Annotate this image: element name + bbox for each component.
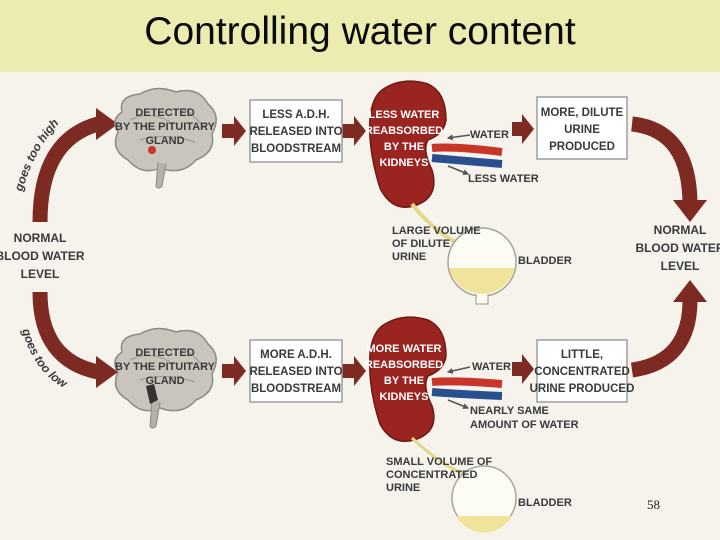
brain-top-line-2: BY THE PITUITARY <box>115 121 216 133</box>
kidney-bottom-line-3: BY THE <box>384 375 424 387</box>
kidney-top: LESS WATER REABSORBED BY THE KIDNEYS <box>365 80 447 208</box>
water-out-bottom-line-2: AMOUNT OF WATER <box>470 419 579 431</box>
adh-bottom-line-2: RELEASED INTO <box>249 366 342 378</box>
normal-level-left: NORMAL BLOOD WATER LEVEL <box>0 231 85 281</box>
bladder-bottom <box>451 465 517 533</box>
bladder-top <box>447 227 517 305</box>
water-out-bottom-line-1: NEARLY SAME <box>470 405 549 417</box>
brain-bottom: DETECTED BY THE PITUITARY GLAND <box>114 327 217 429</box>
adh-box-top: LESS A.D.H. RELEASED INTO BLOODSTREAM <box>249 99 343 163</box>
page-number: 58 <box>647 497 660 512</box>
result-top-line-3: PRODUCED <box>549 141 615 153</box>
kidney-bottom-line-1: MORE WATER <box>367 343 442 355</box>
normal-left-line-3: LEVEL <box>21 267 60 281</box>
brain-top: DETECTED BY THE PITUITARY GLAND <box>114 87 217 189</box>
brain-top-line-1: DETECTED <box>135 107 194 119</box>
result-box-top: MORE, DILUTE URINE PRODUCED <box>536 96 628 160</box>
pituitary-gland-icon <box>148 146 156 154</box>
adh-top-line-3: BLOODSTREAM <box>251 143 341 155</box>
normal-right-line-1: NORMAL <box>654 223 707 237</box>
blood-vessels-bottom <box>431 377 503 400</box>
result-top-line-2: URINE <box>564 124 600 136</box>
normal-left-line-2: BLOOD WATER <box>0 249 85 263</box>
normal-right-line-3: LEVEL <box>661 259 700 273</box>
normal-level-right: NORMAL BLOOD WATER LEVEL <box>635 223 720 273</box>
normal-left-line-1: NORMAL <box>14 231 67 245</box>
kidney-top-line-2: REABSORBED <box>365 125 443 137</box>
cycle-arrow-left-up <box>32 108 118 223</box>
result-box-bottom: LITTLE, CONCENTRATED URINE PRODUCED <box>530 339 635 403</box>
adh-top-line-1: LESS A.D.H. <box>262 109 329 121</box>
kidney-bottom: MORE WATER REABSORBED BY THE KIDNEYS <box>365 316 447 442</box>
brain-bottom-line-1: DETECTED <box>135 347 194 359</box>
result-bottom-line-2: CONCENTRATED <box>534 366 630 378</box>
water-control-diagram: NORMAL BLOOD WATER LEVEL NORMAL BLOOD WA… <box>0 72 720 540</box>
brain-bottom-line-3: GLAND <box>145 375 184 387</box>
urine-volume-bottom-line-3: URINE <box>386 482 420 494</box>
kidney-top-line-1: LESS WATER <box>369 109 440 121</box>
result-bottom-line-3: URINE PRODUCED <box>530 383 635 395</box>
cycle-arrow-right-up <box>630 280 707 378</box>
bladder-bottom-label: BLADDER <box>518 497 572 509</box>
urine-volume-bottom-line-1: SMALL VOLUME OF <box>386 456 492 468</box>
adh-bottom-line-3: BLOODSTREAM <box>251 383 341 395</box>
urine-volume-top-line-2: OF DILUTE <box>392 238 450 250</box>
water-in-top: WATER <box>470 129 509 141</box>
slide-title: Controlling water content <box>144 10 576 53</box>
cycle-arrow-right-down <box>630 116 707 222</box>
urine-volume-top-line-3: URINE <box>392 251 426 263</box>
kidney-top-line-3: BY THE <box>384 141 424 153</box>
adh-top-line-2: RELEASED INTO <box>249 126 342 138</box>
title-bar: Controlling water content <box>0 0 720 72</box>
kidney-top-line-4: KIDNEYS <box>380 157 429 169</box>
water-in-bottom: WATER <box>472 361 511 373</box>
adh-bottom-line-1: MORE A.D.H. <box>260 349 332 361</box>
result-top-line-1: MORE, DILUTE <box>541 107 624 119</box>
brain-bottom-line-2: BY THE PITUITARY <box>115 361 216 373</box>
normal-right-line-2: BLOOD WATER <box>635 241 720 255</box>
bladder-top-label: BLADDER <box>518 255 572 267</box>
kidney-bottom-line-2: REABSORBED <box>365 359 443 371</box>
urine-volume-bottom-line-2: CONCENTRATED <box>386 469 478 481</box>
urine-volume-top-line-1: LARGE VOLUME <box>392 225 481 237</box>
adh-box-bottom: MORE A.D.H. RELEASED INTO BLOODSTREAM <box>249 339 343 403</box>
cycle-arrow-left-down <box>32 291 118 388</box>
result-bottom-line-1: LITTLE, <box>561 349 603 361</box>
pituitary-gland-bottom-icon <box>146 384 158 404</box>
brain-top-line-3: GLAND <box>145 135 184 147</box>
water-out-top: LESS WATER <box>468 173 539 185</box>
kidney-bottom-line-4: KIDNEYS <box>380 391 429 403</box>
flow-arrows <box>222 114 534 386</box>
blood-vessels-top <box>431 143 503 168</box>
